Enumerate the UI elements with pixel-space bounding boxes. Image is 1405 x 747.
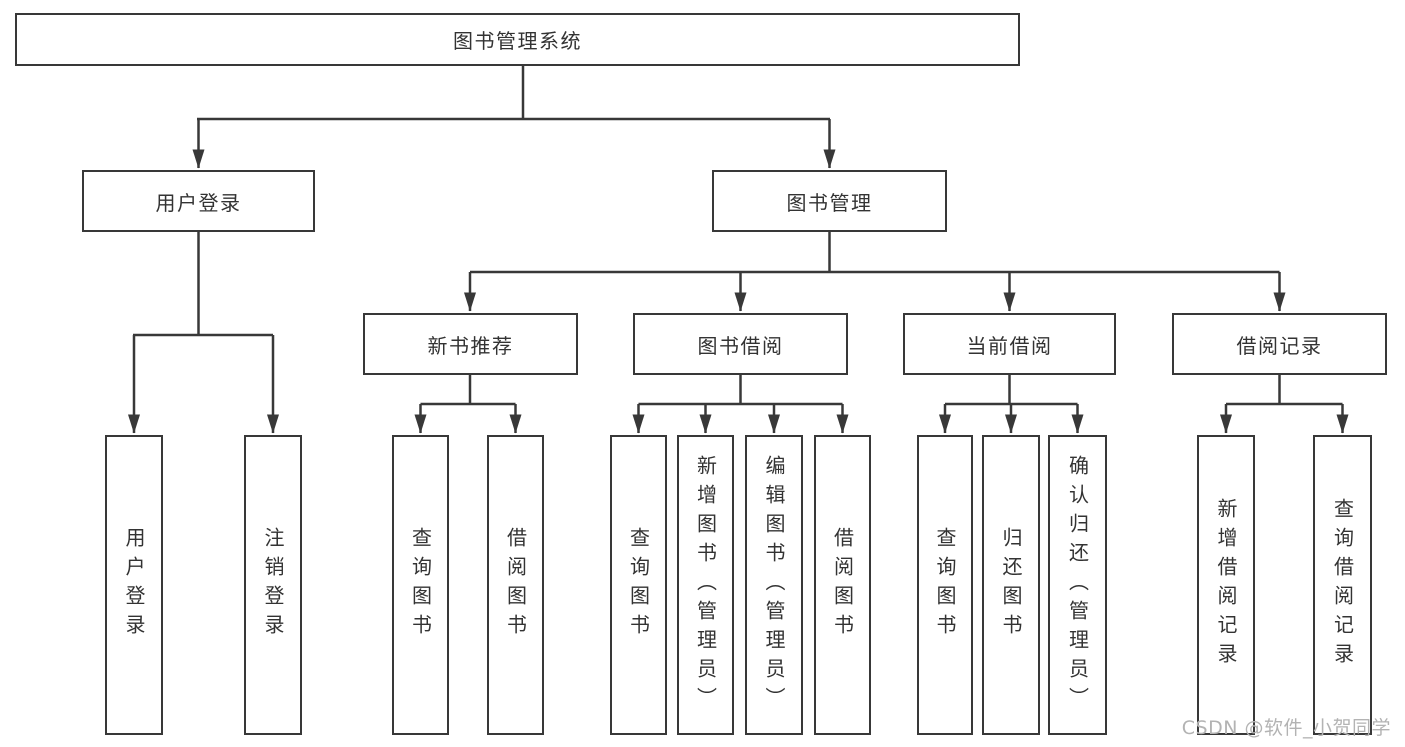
connector-root-to-level2 (192, 66, 836, 169)
leaf-current-return-books: 归还图书 (982, 435, 1040, 735)
leaf-current-confirm-return-admin: 确认归还（管理员） (1048, 435, 1107, 735)
connector-book-borrowing (632, 375, 849, 434)
leaf-logout: 注销登录 (244, 435, 302, 735)
node-book-borrowing: 图书借阅 (633, 313, 848, 375)
leaf-newbook-borrow-books: 借阅图书 (487, 435, 544, 735)
node-user-login-branch: 用户登录 (82, 170, 315, 232)
connector-user-login-branch (128, 232, 279, 434)
node-current-borrowing: 当前借阅 (903, 313, 1116, 375)
node-book-management: 图书管理 (712, 170, 947, 232)
leaf-borrowing-add-books-admin: 新增图书（管理员） (677, 435, 734, 735)
leaf-records-query-borrow-record: 查询借阅记录 (1313, 435, 1372, 735)
node-borrowing-records: 借阅记录 (1172, 313, 1387, 375)
connector-new-book-recommendation (414, 375, 522, 434)
node-library-management-system: 图书管理系统 (15, 13, 1020, 66)
connector-borrowing-records (1220, 375, 1349, 434)
connector-book-management-branch (464, 232, 1286, 312)
leaf-current-query-books: 查询图书 (917, 435, 973, 735)
connector-current-borrowing (939, 375, 1084, 434)
leaf-borrowing-edit-books-admin: 编辑图书（管理员） (745, 435, 803, 735)
leaf-borrowing-query-books: 查询图书 (610, 435, 667, 735)
leaf-records-add-borrow-record: 新增借阅记录 (1197, 435, 1255, 735)
leaf-borrowing-borrow-books: 借阅图书 (814, 435, 871, 735)
leaf-user-login: 用户登录 (105, 435, 163, 735)
leaf-newbook-query-books: 查询图书 (392, 435, 449, 735)
csdn-watermark: CSDN @软件_小贺同学 (1181, 717, 1391, 739)
node-new-book-recommendation: 新书推荐 (363, 313, 578, 375)
